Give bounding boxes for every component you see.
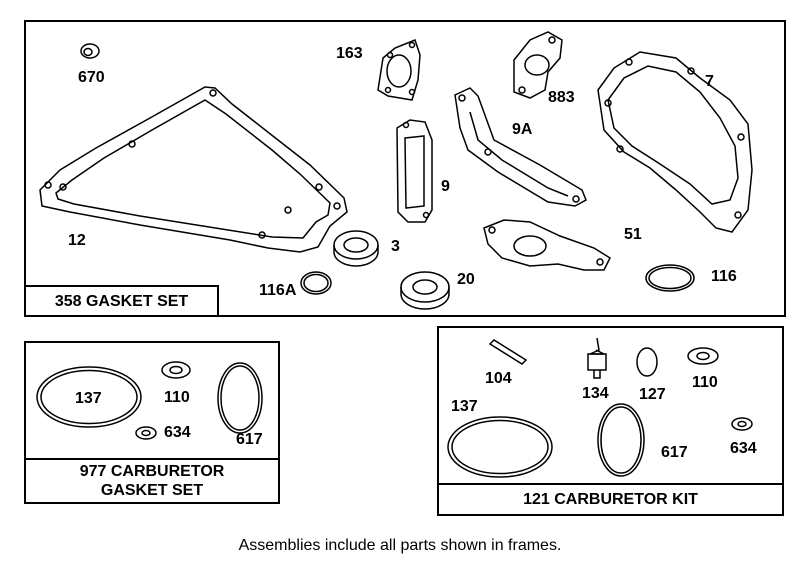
part-116A-ring [300,271,332,295]
assemblies-caption: Assemblies include all parts shown in fr… [238,537,562,554]
part-883-gasket [513,31,563,99]
part-c634-washer [135,426,157,440]
part-12-crankcase-gasket [39,86,348,253]
label-c110: 110 [164,389,190,406]
part-k110-washer [687,347,719,365]
part-51-gasket [483,219,611,271]
part-k104-pin [488,339,528,365]
part-7-head-gasket [597,51,753,233]
label-k617: 617 [661,444,688,461]
label-12: 12 [68,232,86,249]
part-9-gasket [396,119,433,223]
label-163: 163 [336,45,363,62]
label-9A: 9A [512,121,533,138]
label-670: 670 [78,69,105,86]
label-k134: 134 [582,385,609,402]
label-883: 883 [548,89,575,106]
part-c137-ring [36,366,142,428]
label-3: 3 [391,238,400,255]
gasket-set-title: 358 GASKET SET [24,285,219,317]
part-670-washer [80,43,100,59]
part-9A-gasket [454,87,587,207]
label-51: 51 [624,226,642,243]
label-9: 9 [441,178,450,195]
label-116A: 116A [259,282,297,299]
carb-gasket-set-title: 977 CARBURETOR GASKET SET [24,458,280,504]
part-20-seal [400,271,450,310]
carb-gasket-set-title-line2: GASKET SET [100,482,204,499]
part-c617-ring [217,362,263,434]
part-k134-needle [587,337,607,379]
label-c137: 137 [75,390,102,407]
label-k127: 127 [639,386,666,403]
part-k617-ring [597,403,645,477]
label-k104: 104 [485,370,512,387]
carb-gasket-set-title-line1: 977 CARBURETOR [79,463,225,480]
label-k137: 137 [451,398,478,415]
label-k634: 634 [730,440,757,457]
gasket-set-frame [24,20,786,317]
part-c110-washer [161,361,191,379]
part-3-seal [333,230,379,267]
label-7: 7 [705,73,714,90]
part-k137-ring [447,416,553,478]
label-c617: 617 [236,431,263,448]
part-k127-plug [636,347,658,377]
label-c634: 634 [164,424,191,441]
part-116-ring [645,264,695,292]
part-k634-washer [731,417,753,431]
label-20: 20 [457,271,475,288]
label-116: 116 [711,268,737,285]
part-163-gasket [377,39,421,101]
carb-kit-title: 121 CARBURETOR KIT [437,483,784,516]
label-k110: 110 [692,374,718,391]
